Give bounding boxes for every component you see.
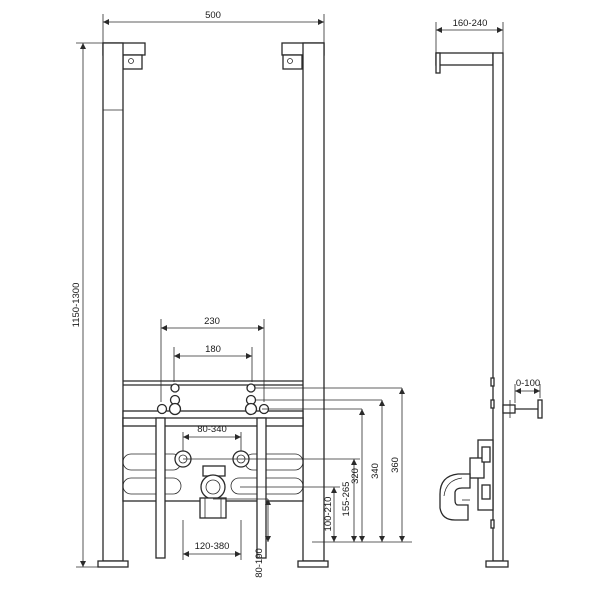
side-supply-connector	[502, 399, 543, 419]
front-view: 500 1150-1300 230 180 80-340	[71, 10, 412, 578]
inner-verticals	[155, 417, 267, 559]
right-foot	[297, 560, 329, 568]
drain-height-label: 80-190	[254, 548, 265, 578]
height-dimension: 1150-1300	[71, 42, 103, 568]
left-upright	[102, 42, 124, 562]
fixing-range-dimension: 80-340	[182, 424, 242, 451]
adjust-label: 0-100	[516, 378, 540, 389]
adjust-dimension: 0-100	[514, 378, 541, 403]
side-drain-elbow	[439, 439, 494, 521]
dim-340: 340	[370, 400, 385, 542]
drain-pipe	[199, 465, 227, 519]
dim-360: 360	[390, 388, 405, 542]
inner-spacing-dimension: 180	[173, 344, 253, 382]
height-label: 1150-1300	[71, 283, 82, 328]
drain-range-dimension: 120-380	[182, 520, 242, 560]
outer-spacing-label: 230	[204, 316, 220, 327]
depth-dimension: 160-240	[435, 18, 504, 53]
dim-155-265-label: 155-265	[341, 482, 352, 517]
drain-range-label: 120-380	[195, 541, 230, 552]
dim-155-265: 155-265	[341, 459, 357, 542]
side-wall-bracket	[435, 52, 494, 74]
right-water-connection	[244, 383, 270, 416]
dim-360-label: 360	[390, 457, 401, 473]
side-foot	[485, 560, 509, 568]
dim-340-label: 340	[370, 463, 381, 479]
upper-crossbar	[123, 380, 303, 386]
left-water-connection	[156, 383, 182, 416]
dim-100-210-label: 100-210	[323, 497, 334, 532]
width-dimension: 500	[102, 10, 325, 43]
inner-spacing-label: 180	[205, 344, 221, 355]
dim-320-label: 320	[350, 468, 361, 484]
outer-spacing-dimension: 230	[160, 316, 265, 402]
right-upright	[302, 42, 325, 562]
fixing-range-label: 80-340	[197, 424, 227, 435]
depth-label: 160-240	[453, 18, 488, 29]
left-foot	[97, 560, 129, 568]
width-label: 500	[205, 10, 221, 21]
dim-100-210: 100-210	[323, 487, 337, 542]
drain-height-dimension: 80-190	[213, 498, 271, 578]
side-view: 160-240 0-100	[435, 18, 543, 568]
side-upright	[492, 52, 504, 562]
dim-320: 320	[350, 409, 365, 542]
